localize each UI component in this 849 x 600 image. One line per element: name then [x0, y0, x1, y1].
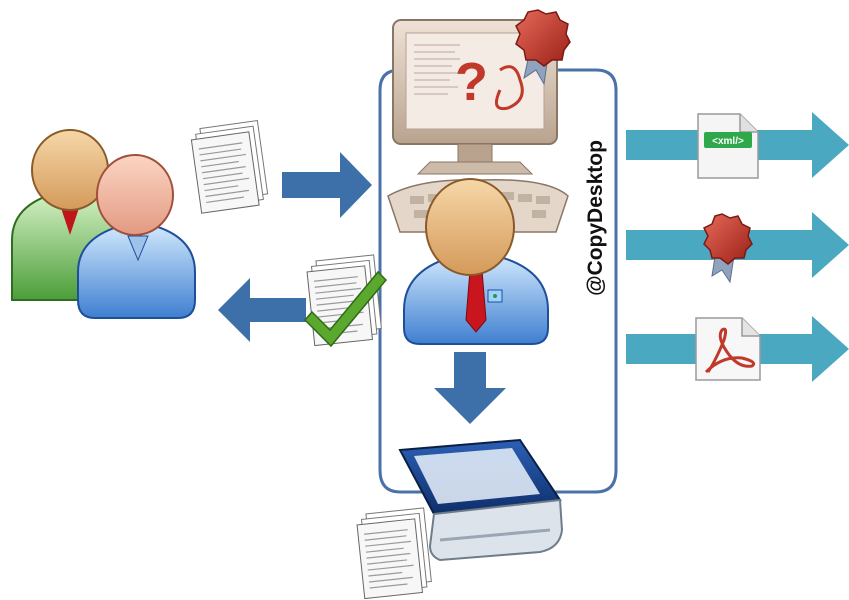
- arrow-down: [434, 352, 506, 424]
- svg-text:?: ?: [455, 52, 488, 112]
- xml-file-icon: <xml/>: [697, 113, 759, 179]
- monitor-question-pdf-icon: ?: [392, 19, 558, 175]
- operator-icon: [387, 178, 569, 345]
- copydesktop-frame: [378, 68, 618, 494]
- approved-documents-icon: [303, 254, 388, 348]
- xml-badge-text: <xml/>: [712, 136, 744, 147]
- arrow-right-in: [282, 152, 372, 218]
- users-group-icon: [11, 129, 196, 319]
- scanner-paper-documents-icon: [355, 507, 434, 600]
- scanner-icon: [398, 438, 564, 562]
- seal-output-icon: [702, 213, 753, 284]
- arrow-left-out: [218, 278, 306, 342]
- pdf-file-icon: [695, 317, 761, 381]
- wax-seal-icon: [515, 9, 571, 86]
- paper-documents-icon: [189, 119, 270, 214]
- copydesktop-label: @CopyDesktop: [584, 140, 607, 296]
